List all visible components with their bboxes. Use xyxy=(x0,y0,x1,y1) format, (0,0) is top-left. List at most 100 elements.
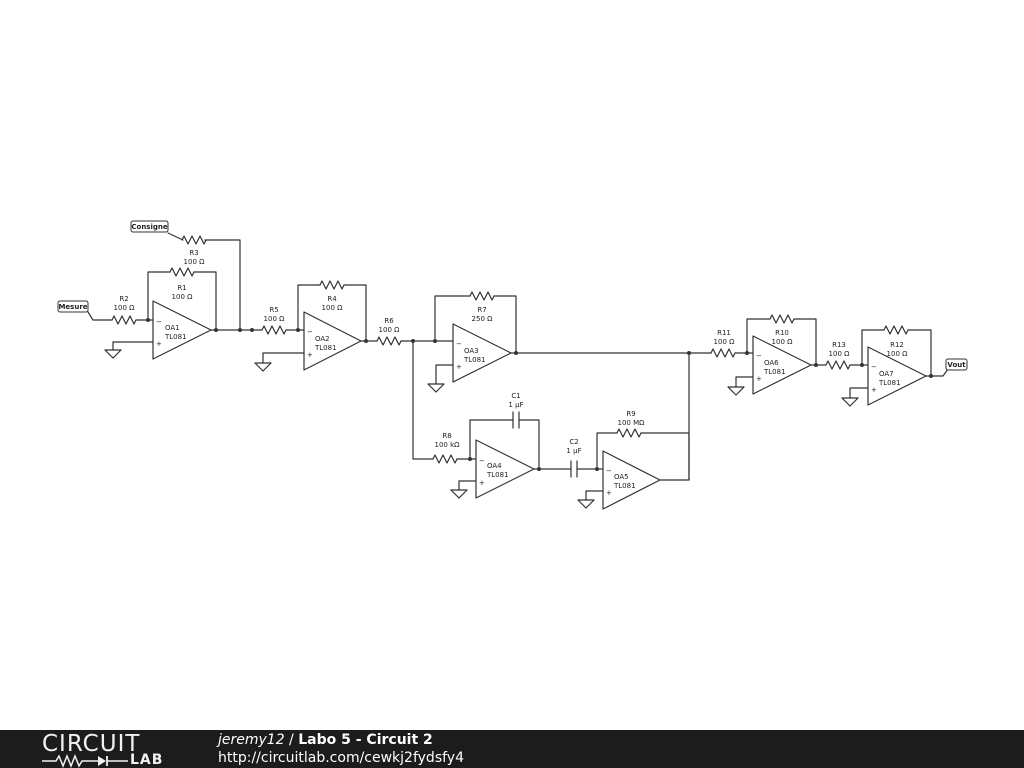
opamp-model: TL081 xyxy=(878,379,901,387)
resistor-r9 xyxy=(616,428,642,438)
r4-name: R4 xyxy=(327,295,337,303)
c2-name: C2 xyxy=(569,438,578,446)
opamp-oa6: − + OA6 TL081 xyxy=(752,335,812,395)
ground-icon xyxy=(450,489,468,499)
r5-name: R5 xyxy=(269,306,278,314)
opamp-model: TL081 xyxy=(486,471,509,479)
consigne-label: Consigne xyxy=(131,223,167,231)
ground-icon xyxy=(577,499,595,509)
r6-value: 100 Ω xyxy=(379,326,401,334)
output-flag-vout: Vout xyxy=(945,358,968,371)
input-flag-consigne: Consigne xyxy=(130,220,169,233)
r12-value: 100 Ω xyxy=(887,350,909,358)
r9-name: R9 xyxy=(626,410,635,418)
svg-text:−: − xyxy=(479,457,485,465)
opamp-oa5: − + OA5 TL081 xyxy=(602,450,661,510)
opamp-oa7: − + OA7 TL081 xyxy=(867,346,927,406)
r13-value: 100 Ω xyxy=(829,350,851,358)
svg-text:+: + xyxy=(307,351,313,359)
opamp-model: TL081 xyxy=(463,356,486,364)
r3-name: R3 xyxy=(189,249,198,257)
svg-text:−: − xyxy=(456,340,462,348)
opamp-oa4: − + OA4 TL081 xyxy=(475,439,535,499)
opamp-oa2: − + OA2 TL081 xyxy=(303,311,362,371)
circuit-url[interactable]: http://circuitlab.com/cewkj2fydsfy4 xyxy=(218,750,464,766)
logo-lab-text: LAB xyxy=(130,752,164,768)
footer-bar: CIRCUIT LAB jeremy12 / Labo 5 - Circuit … xyxy=(0,730,1024,768)
r5-value: 100 Ω xyxy=(264,315,286,323)
svg-text:+: + xyxy=(871,386,877,394)
ground-icon xyxy=(427,383,445,393)
opamp-name: OA1 xyxy=(165,324,180,332)
wires xyxy=(87,232,949,501)
r7-value: 250 Ω xyxy=(472,315,494,323)
svg-text:−: − xyxy=(871,363,877,371)
component-labels: R3 100 Ω R1 100 Ω R2 100 Ω R5 100 Ω R4 1… xyxy=(114,249,909,455)
resistor-r12 xyxy=(883,325,909,335)
input-flag-mesure: Mesure xyxy=(57,300,89,313)
r3-value: 100 Ω xyxy=(184,258,206,266)
svg-text:−: − xyxy=(307,328,313,336)
resistor-r13 xyxy=(825,360,851,370)
r9-value: 100 MΩ xyxy=(618,419,646,427)
ground-icon xyxy=(104,349,122,359)
r1-name: R1 xyxy=(177,284,186,292)
r4-value: 100 Ω xyxy=(322,304,344,312)
logo-circuit-text: CIRCUIT xyxy=(42,731,141,757)
c2-value: 1 µF xyxy=(566,447,581,455)
resistor-r7 xyxy=(469,291,495,301)
resistor-r4 xyxy=(319,280,345,290)
circuit-schematic: − + OA1 TL081 − + OA2 TL081 − + OA3 TL08… xyxy=(57,220,968,510)
r11-name: R11 xyxy=(717,329,731,337)
r8-value: 100 kΩ xyxy=(435,441,461,449)
opamp-oa1: − + OA1 TL081 xyxy=(152,300,212,360)
opamp-model: TL081 xyxy=(164,333,187,341)
junctions xyxy=(146,318,933,471)
r12-name: R12 xyxy=(890,341,904,349)
ground-icon xyxy=(727,386,745,396)
opamp-oa3: − + OA3 TL081 xyxy=(452,323,512,383)
title-separator: / xyxy=(284,732,299,748)
r13-name: R13 xyxy=(832,341,846,349)
opamp-name: OA4 xyxy=(487,462,502,470)
mesure-label: Mesure xyxy=(58,303,87,311)
resistor-r2 xyxy=(111,315,137,325)
r10-value: 100 Ω xyxy=(772,338,794,346)
r10-name: R10 xyxy=(775,329,789,337)
opamp-name: OA2 xyxy=(315,335,330,343)
r2-name: R2 xyxy=(119,295,128,303)
svg-text:+: + xyxy=(456,363,462,371)
resistor-r10 xyxy=(769,314,795,324)
author-link[interactable]: jeremy12 xyxy=(218,732,285,748)
r8-name: R8 xyxy=(442,432,451,440)
resistor-r11 xyxy=(710,348,736,358)
circuit-title: jeremy12 / Labo 5 - Circuit 2 xyxy=(218,731,433,749)
resistors xyxy=(111,235,909,464)
resistor-r3 xyxy=(181,235,207,245)
r7-name: R7 xyxy=(477,306,486,314)
opamp-name: OA6 xyxy=(764,359,779,367)
svg-text:−: − xyxy=(606,467,612,475)
circuit-name: Labo 5 - Circuit 2 xyxy=(298,732,433,748)
resistor-r8 xyxy=(432,454,458,464)
vout-label: Vout xyxy=(947,361,966,369)
c1-name: C1 xyxy=(511,392,520,400)
r2-value: 100 Ω xyxy=(114,304,136,312)
svg-text:−: − xyxy=(756,352,762,360)
circuitlab-logo[interactable]: CIRCUIT LAB xyxy=(42,732,177,768)
opamp-name: OA7 xyxy=(879,370,894,378)
resistor-r5 xyxy=(261,325,287,335)
r1-value: 100 Ω xyxy=(172,293,194,301)
svg-text:+: + xyxy=(756,375,762,383)
r11-value: 100 Ω xyxy=(714,338,736,346)
svg-text:+: + xyxy=(606,489,612,497)
opamp-name: OA3 xyxy=(464,347,479,355)
opamp-model: TL081 xyxy=(314,344,337,352)
svg-text:−: − xyxy=(156,318,162,326)
opamp-model: TL081 xyxy=(763,368,786,376)
r6-name: R6 xyxy=(384,317,394,325)
capacitor-c1 xyxy=(512,411,520,429)
ground-icon xyxy=(841,397,859,407)
resistor-r1 xyxy=(169,267,195,277)
resistor-r6 xyxy=(376,336,402,346)
